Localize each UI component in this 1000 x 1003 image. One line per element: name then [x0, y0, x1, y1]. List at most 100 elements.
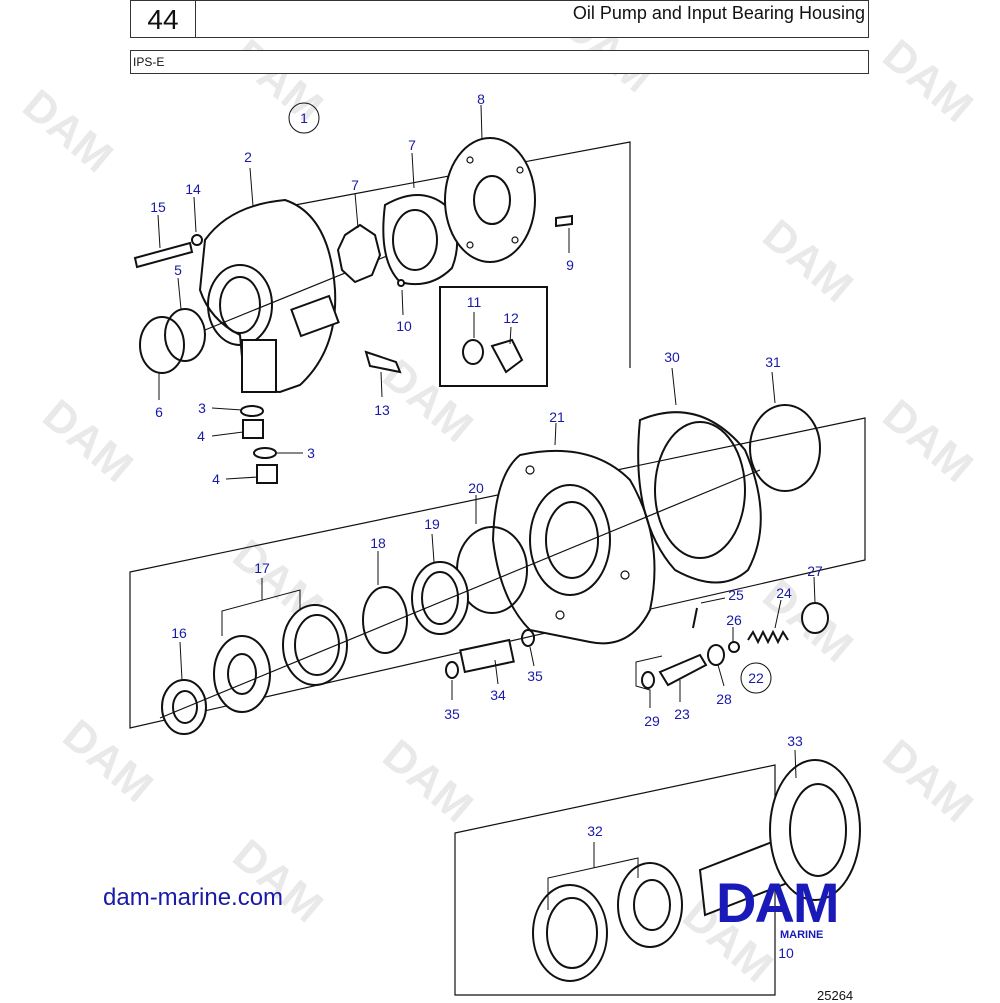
valve-plug	[801, 602, 829, 634]
callout-1: 1	[300, 110, 308, 126]
piston-oring-small	[641, 671, 655, 689]
callout-8: 8	[477, 91, 485, 107]
valve-spring	[747, 629, 789, 645]
input-shaft-group	[532, 759, 861, 982]
leader-3a	[211, 407, 243, 411]
watermark: DAM	[874, 390, 982, 492]
callout-35b: 35	[527, 668, 543, 684]
title-bar: 44 Oil Pump and Input Bearing Housing	[130, 0, 869, 38]
leader-25	[700, 597, 726, 604]
callout-29: 29	[644, 713, 660, 729]
callout-7b: 7	[408, 137, 416, 153]
leader-2	[249, 167, 254, 207]
flange-bolt	[133, 241, 194, 269]
leader-5	[177, 277, 182, 310]
snap-ring	[139, 316, 185, 374]
callout-25: 25	[728, 587, 744, 603]
callout-15: 15	[150, 199, 166, 215]
cover-bolt-hole	[466, 156, 474, 164]
inner-gear	[336, 223, 382, 284]
outlet-nipple	[364, 350, 402, 374]
leader-30	[671, 367, 677, 406]
callout-7a: 7	[351, 177, 359, 193]
leader-12	[509, 326, 512, 345]
leader-19	[431, 533, 435, 563]
lock-nut	[161, 679, 207, 735]
leader-33	[794, 749, 797, 779]
piston-oring	[707, 644, 725, 666]
cover-bolt-hole	[516, 166, 524, 174]
callout-13: 13	[374, 402, 390, 418]
leader-16	[179, 641, 183, 681]
dowel-pin	[397, 279, 405, 287]
callout-12: 12	[503, 310, 519, 326]
leader-15	[157, 214, 161, 249]
taper-bearing-cone	[213, 635, 271, 713]
housing-center-axis	[159, 469, 761, 719]
outer-gear-teeth	[392, 209, 438, 271]
shaft-bearing-cone-inner	[633, 879, 671, 931]
valve-piston	[658, 653, 708, 687]
pump-outlet-port	[290, 294, 340, 338]
housing-bolt-hole	[620, 570, 630, 580]
bearing-housing-outline	[129, 417, 866, 729]
drain-plug	[242, 419, 264, 439]
valve-sleeve	[459, 638, 515, 674]
watermark: DAM	[34, 390, 142, 492]
lock-nut-inner	[172, 690, 198, 724]
pump-housing-bore-inner	[219, 276, 261, 334]
callout-19: 19	[424, 516, 440, 532]
housing-gasket	[637, 411, 762, 584]
leader-34	[494, 659, 499, 685]
pump-cover-plate	[444, 137, 536, 263]
website-link[interactable]: dam-marine.com	[103, 884, 284, 911]
leader-27	[813, 576, 816, 604]
taper-bearing-cup-inner	[294, 614, 340, 676]
drain-plug	[256, 464, 278, 484]
page-number: 44	[131, 1, 196, 37]
callouts: 1 2 3 3 4 4 5 6 7 7 8 9 10 10 11 12 13 1…	[150, 91, 823, 961]
bearing-housing-group	[159, 404, 829, 735]
callout-34: 34	[490, 687, 506, 703]
callout-ring-assembly-1	[288, 102, 320, 134]
callout-10b: 10	[778, 945, 794, 961]
housing-bore-inner	[545, 501, 599, 579]
leader-13	[380, 371, 383, 398]
assembly-outlines	[129, 141, 866, 996]
pump-housing-bore	[207, 264, 273, 346]
leader-21	[554, 422, 557, 446]
callout-5: 5	[174, 262, 182, 278]
leader-4a	[211, 431, 244, 437]
roll-pin	[692, 607, 698, 629]
watermark: DAM	[754, 210, 862, 312]
detail-plug	[490, 338, 524, 374]
bolt-washer	[191, 234, 203, 246]
leader-35b	[529, 646, 535, 667]
shaft-bearing-cup	[532, 884, 608, 982]
callout-17: 17	[254, 560, 270, 576]
leader-28	[717, 664, 725, 687]
leader-7b	[411, 152, 415, 189]
housing-bolt-hole	[555, 610, 565, 620]
shim-ring	[164, 308, 206, 362]
callout-6: 6	[155, 404, 163, 420]
brand-subtitle: MARINE	[780, 929, 824, 941]
callout-30: 30	[664, 349, 680, 365]
callout-3b: 3	[307, 445, 315, 461]
cover-bolt-hole	[466, 241, 474, 249]
leader-8	[480, 104, 483, 141]
leader-4b	[225, 476, 259, 480]
leader-14	[193, 196, 197, 233]
housing-bolt-hole	[525, 465, 535, 475]
watermark: DAM	[374, 730, 482, 832]
input-gear	[769, 759, 861, 901]
oil-pump-group	[133, 137, 573, 484]
watermark: DAM	[874, 30, 982, 132]
cover-screw	[555, 214, 573, 228]
leader-17	[221, 589, 301, 636]
callout-24: 24	[776, 585, 792, 601]
pump-cover-hub	[473, 175, 511, 225]
sealing-washer	[240, 405, 264, 417]
leader-32	[547, 857, 639, 910]
